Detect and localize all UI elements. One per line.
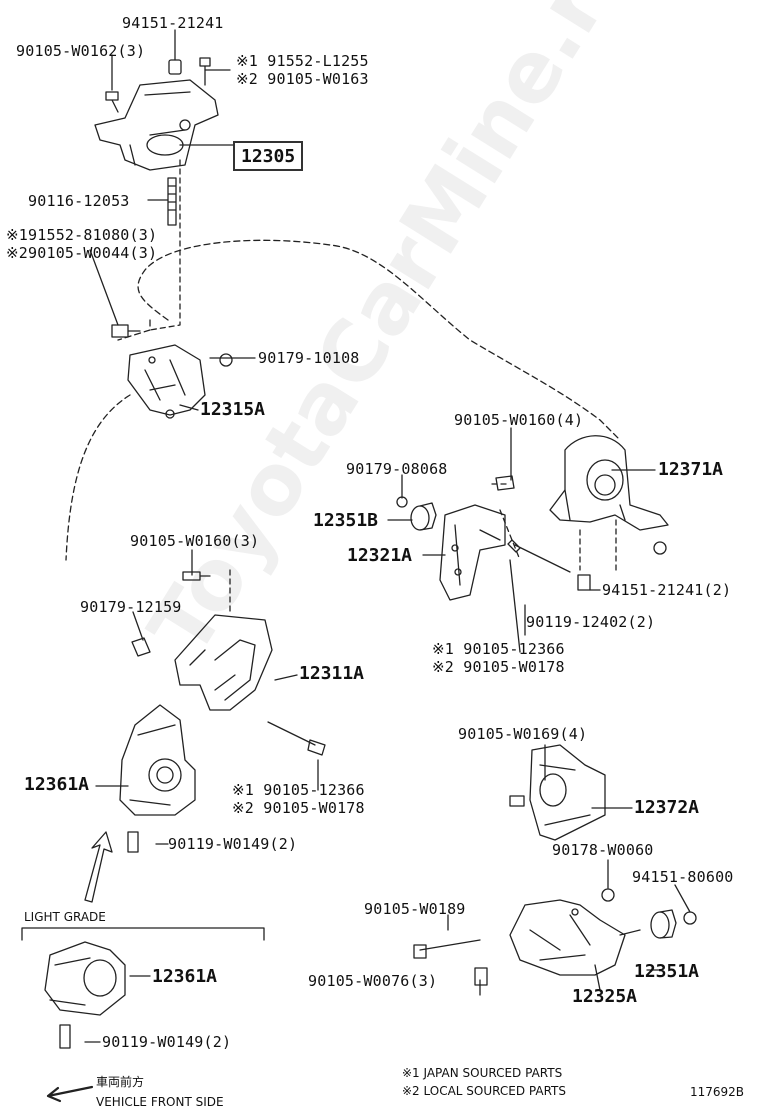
vehicle-front-en: VEHICLE FRONT SIDE <box>96 1095 224 1109</box>
nut-94151-21241 <box>168 59 182 75</box>
vehicle-front-jp: 車両前方 <box>96 1075 145 1089</box>
part-12321A <box>439 504 506 601</box>
label-90105-W0162: 90105-W0162(3) <box>16 42 146 60</box>
label-12305: 12305 <box>233 141 304 171</box>
nut-90179-08068 <box>396 496 408 508</box>
bolt-91552-81080 <box>111 324 141 338</box>
figure-id: 117692B <box>690 1085 745 1099</box>
label-12315A: 12315A <box>200 399 266 420</box>
part-12305 <box>94 79 219 171</box>
label-94151-21241-2: 94151-21241(2) <box>602 581 732 599</box>
engine-outline-left <box>65 319 151 561</box>
label-90105-W0189: 90105-W0189 <box>364 900 466 918</box>
part-12361A <box>119 704 196 816</box>
label-90179-10108: 90179-10108 <box>258 349 360 367</box>
bolt-90105-W0160-4 <box>495 475 515 491</box>
label-90105-12366-b: ※1 90105-12366 <box>232 781 365 799</box>
label-90105-W0160-3: 90105-W0160(3) <box>130 532 260 550</box>
bolt-90105-12366-top <box>577 574 591 591</box>
label-12321A: 12321A <box>347 545 413 566</box>
label-91552-81080: ※191552-81080(3) <box>6 226 158 244</box>
part-12351B <box>410 502 437 531</box>
note-local-sourced: ※2 LOCAL SOURCED PARTS <box>402 1084 566 1098</box>
label-90105-W0163: ※2 90105-W0163 <box>236 70 369 88</box>
label-90105-W0160-4: 90105-W0160(4) <box>454 411 584 429</box>
label-90119-12402: 90119-12402(2) <box>526 613 656 631</box>
bolt-90105-W0076 <box>474 967 488 986</box>
label-12351B: 12351B <box>313 510 379 531</box>
nut-90178-W0060 <box>601 888 615 902</box>
bolt-90105-12366-mid <box>267 721 326 756</box>
part-12351A <box>650 909 677 939</box>
label-12325A: 12325A <box>572 986 638 1007</box>
bolt-90119-12402 <box>507 539 571 573</box>
part-12371A <box>549 435 669 531</box>
bolt-90119-W0149-a <box>127 831 139 853</box>
stud-90116-12053 <box>167 177 177 226</box>
label-12351A: 12351A <box>634 961 700 982</box>
label-91552-L1255: ※1 91552-L1255 <box>236 52 369 70</box>
label-12371A: 12371A <box>658 459 724 480</box>
bolt-90105-W0160-3 <box>182 571 211 581</box>
nut-90179-12159 <box>131 637 151 657</box>
nut-94151-21241-2 <box>653 541 667 555</box>
label-90105-W0169: 90105-W0169(4) <box>458 725 588 743</box>
label-90119-W0149-b: 90119-W0149(2) <box>102 1033 232 1051</box>
label-90105-W0178-b: ※2 90105-W0178 <box>232 799 365 817</box>
label-94151-21241: 94151-21241 <box>122 14 224 32</box>
stud-12351A <box>619 929 641 936</box>
bolt-90105-W0162 <box>105 91 119 113</box>
light-grade-bracket <box>21 927 265 941</box>
label-12311A: 12311A <box>299 663 365 684</box>
bolt-91552-L1255 <box>199 57 211 86</box>
engine-outline <box>137 239 621 441</box>
front-arrow <box>84 831 113 903</box>
label-90179-08068: 90179-08068 <box>346 460 448 478</box>
bolt-90119-W0149-b <box>59 1024 71 1049</box>
nut-90179-10108 <box>219 353 233 367</box>
part-12325A <box>509 899 626 976</box>
label-90105-W0076: 90105-W0076(3) <box>308 972 438 990</box>
label-light-grade: LIGHT GRADE <box>24 910 106 924</box>
part-12372A <box>529 744 606 841</box>
part-12311A <box>174 614 273 711</box>
label-12372A: 12372A <box>634 797 700 818</box>
label-12361A: 12361A <box>24 774 90 795</box>
label-90179-12159: 90179-12159 <box>80 598 182 616</box>
part-12361A-light <box>44 941 126 1016</box>
label-90116-12053: 90116-12053 <box>28 192 130 210</box>
part-12315A <box>127 344 206 419</box>
bolt-90105-W0189 <box>413 939 481 959</box>
label-90178-W0060: 90178-W0060 <box>552 841 654 859</box>
vehicle-front-arrow <box>46 1085 94 1103</box>
bolt-90105-W0169 <box>509 795 525 807</box>
label-12361A-light: 12361A <box>152 966 218 987</box>
note-japan-sourced: ※1 JAPAN SOURCED PARTS <box>402 1066 563 1080</box>
label-90119-W0149-a: 90119-W0149(2) <box>168 835 298 853</box>
nut-94151-80600 <box>683 911 697 925</box>
label-90105-W0044: ※290105-W0044(3) <box>6 244 158 262</box>
label-90105-12366-a: ※1 90105-12366 <box>432 640 565 658</box>
label-90105-W0178-a: ※2 90105-W0178 <box>432 658 565 676</box>
label-94151-80600: 94151-80600 <box>632 868 734 886</box>
